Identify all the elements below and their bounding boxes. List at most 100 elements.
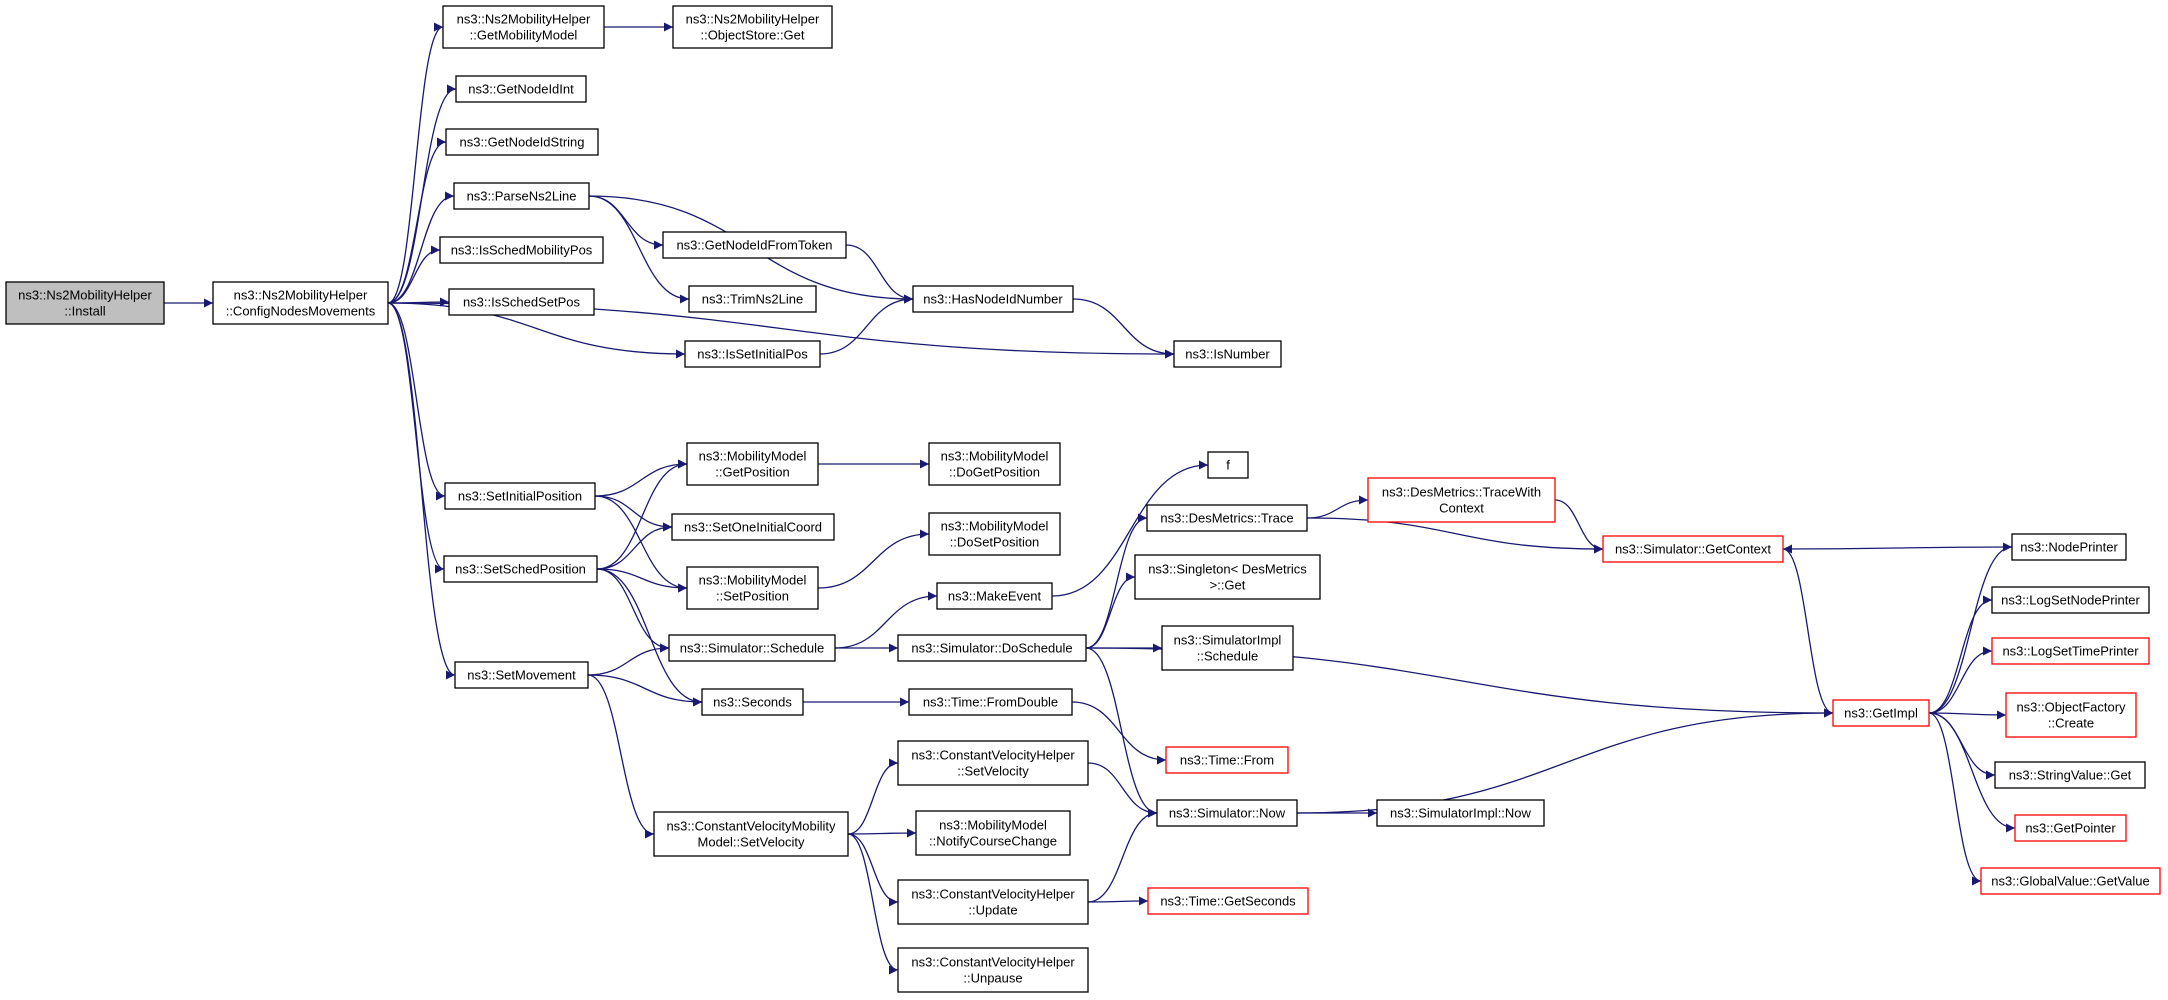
- node-mm-dogetposition[interactable]: ns3::MobilityModel::DoGetPosition: [928, 442, 1061, 486]
- edge-setschedposition-to-sim-schedule: [596, 568, 670, 653]
- node-parsens2line[interactable]: ns3::ParseNs2Line: [453, 182, 590, 210]
- node-sim-schedule[interactable]: ns3::Simulator::Schedule: [668, 634, 836, 662]
- node-getnodeidstring[interactable]: ns3::GetNodeIdString: [445, 128, 599, 156]
- node-label: ns3::Ns2MobilityHelper: [457, 12, 591, 27]
- node-objectfactory-create[interactable]: ns3::ObjectFactory::Create: [2005, 692, 2137, 738]
- node-simimpl-now[interactable]: ns3::SimulatorImpl::Now: [1376, 799, 1545, 827]
- edge-setmovement-to-seconds: [587, 674, 703, 707]
- edge-sim-now-to-getimpl: [1296, 708, 1834, 814]
- edge-sim-doschedule-to-desmetrics-trace: [1085, 513, 1148, 649]
- node-config[interactable]: ns3::Ns2MobilityHelper::ConfigNodesMovem…: [212, 281, 389, 325]
- node-label: ns3::GetNodeIdInt: [468, 82, 574, 97]
- node-box: [1207, 451, 1249, 479]
- node-label: ns3::SetInitialPosition: [458, 489, 582, 504]
- node-label: ns3::HasNodeIdNumber: [923, 292, 1063, 307]
- edge-desmetrics-trace-to-tracewithcontext: [1306, 495, 1369, 519]
- node-label: ns3::SetOneInitialCoord: [684, 520, 822, 535]
- node-setinitialposition[interactable]: ns3::SetInitialPosition: [444, 482, 596, 510]
- node-cvh-unpause[interactable]: ns3::ConstantVelocityHelper::Unpause: [897, 947, 1089, 993]
- node-sim-now[interactable]: ns3::Simulator::Now: [1156, 799, 1298, 827]
- node-f[interactable]: f: [1207, 451, 1249, 479]
- node-setmovement[interactable]: ns3::SetMovement: [454, 661, 589, 689]
- node-label: ns3::GetImpl: [1844, 706, 1918, 721]
- edge-setschedposition-to-mm-setposition: [596, 568, 688, 593]
- node-mm-setposition[interactable]: ns3::MobilityModel::SetPosition: [686, 566, 819, 610]
- node-globalvalue-getvalue[interactable]: ns3::GlobalValue::GetValue: [1980, 867, 2161, 895]
- edge-config-to-setinitialposition: [387, 302, 446, 501]
- node-getpointer[interactable]: ns3::GetPointer: [2014, 814, 2127, 842]
- node-desmetrics-trace[interactable]: ns3::DesMetrics::Trace: [1146, 504, 1308, 532]
- edge-getimpl-to-globalvalue-getvalue: [1928, 712, 1982, 886]
- node-box: [1994, 761, 2146, 789]
- node-label: ns3::SetMovement: [467, 668, 576, 683]
- node-simimpl-schedule[interactable]: ns3::SimulatorImpl::Schedule: [1161, 625, 1294, 671]
- edge-setinitialposition-to-setoneinitialcoord: [594, 495, 673, 532]
- node-time-fromdouble[interactable]: ns3::Time::FromDouble: [908, 688, 1073, 716]
- node-issetinitialpos[interactable]: ns3::IsSetInitialPos: [684, 340, 821, 368]
- edge-cvh-update-to-sim-now: [1087, 808, 1158, 903]
- node-box: [448, 288, 595, 316]
- node-label: ns3::Simulator::Schedule: [680, 641, 825, 656]
- node-box: [653, 811, 849, 857]
- node-label: f: [1226, 458, 1230, 473]
- node-setschedposition[interactable]: ns3::SetSchedPosition: [443, 555, 598, 583]
- edges-layer: [164, 22, 2016, 975]
- node-isnumber[interactable]: ns3::IsNumber: [1173, 340, 1282, 368]
- node-getnodeidfromtoken[interactable]: ns3::GetNodeIdFromToken: [662, 231, 847, 259]
- node-mm-getposition[interactable]: ns3::MobilityModel::GetPosition: [686, 442, 819, 486]
- node-getcontext[interactable]: ns3::Simulator::GetContext: [1602, 535, 1784, 563]
- edge-cvmm-setvelocity-to-cvh-setvelocity: [847, 758, 899, 835]
- node-label: ns3::IsSchedSetPos: [463, 295, 581, 310]
- node-mm-notify[interactable]: ns3::MobilityModel::NotifyCourseChange: [915, 810, 1071, 856]
- node-mm-dosetposition[interactable]: ns3::MobilityModel::DoSetPosition: [928, 512, 1061, 556]
- node-isschedsetpos[interactable]: ns3::IsSchedSetPos: [448, 288, 595, 316]
- edge-getnodeidfromtoken-to-hasnodeidnumber: [845, 244, 914, 304]
- edge-issetinitialpos-to-hasnodeidnumber: [819, 294, 914, 355]
- node-cvh-update[interactable]: ns3::ConstantVelocityHelper::Update: [897, 879, 1089, 925]
- node-box: [897, 740, 1089, 786]
- edge-getimpl-to-logsetnodeprinter: [1928, 595, 1993, 714]
- edge-cvh-update-to-time-getseconds: [1087, 896, 1149, 906]
- node-label: ns3::IsNumber: [1185, 347, 1270, 362]
- node-objstore[interactable]: ns3::Ns2MobilityHelper::ObjectStore::Get: [672, 5, 833, 49]
- node-label: ns3::MakeEvent: [948, 589, 1042, 604]
- edge-config-to-isschedmobpos: [387, 245, 441, 304]
- node-sim-doschedule[interactable]: ns3::Simulator::DoSchedule: [897, 634, 1087, 662]
- node-box: [439, 236, 604, 264]
- node-label: ns3::MobilityModel: [699, 573, 807, 588]
- node-time-from[interactable]: ns3::Time::From: [1165, 746, 1289, 774]
- node-setoneinitialcoord[interactable]: ns3::SetOneInitialCoord: [671, 513, 835, 541]
- node-label: ns3::Simulator::DoSchedule: [911, 641, 1072, 656]
- node-logsettimeprinter[interactable]: ns3::LogSetTimePrinter: [1991, 637, 2150, 665]
- node-box: [443, 555, 598, 583]
- node-getmob[interactable]: ns3::Ns2MobilityHelper::GetMobilityModel: [442, 5, 605, 49]
- nodes-layer: ns3::Ns2MobilityHelper::Install ns3::Ns2M…: [5, 5, 2161, 993]
- node-seconds[interactable]: ns3::Seconds: [701, 688, 804, 716]
- node-stringvalue-get[interactable]: ns3::StringValue::Get: [1994, 761, 2146, 789]
- node-box: [928, 512, 1061, 556]
- node-install[interactable]: ns3::Ns2MobilityHelper::Install: [5, 281, 165, 325]
- node-singleton-get[interactable]: ns3::Singleton< DesMetrics >::Get: [1134, 554, 1321, 600]
- node-time-getseconds[interactable]: ns3::Time::GetSeconds: [1147, 887, 1309, 915]
- node-logsetnodeprinter[interactable]: ns3::LogSetNodePrinter: [1991, 586, 2150, 614]
- node-getnodeidint[interactable]: ns3::GetNodeIdInt: [455, 75, 587, 103]
- node-isschedmobpos[interactable]: ns3::IsSchedMobilityPos: [439, 236, 604, 264]
- node-getimpl[interactable]: ns3::GetImpl: [1832, 699, 1930, 727]
- edge-config-to-getnodeidstring: [387, 137, 447, 304]
- node-label: ::GetMobilityModel: [470, 28, 578, 43]
- node-cvh-setvelocity[interactable]: ns3::ConstantVelocityHelper::SetVelocity: [897, 740, 1089, 786]
- node-label: ::SetVelocity: [957, 764, 1029, 779]
- edge-setschedposition-to-setoneinitialcoord: [596, 522, 673, 570]
- node-box: [915, 810, 1071, 856]
- node-label: ns3::Time::From: [1180, 753, 1274, 768]
- node-box: [686, 442, 819, 486]
- node-trimns2line[interactable]: ns3::TrimNs2Line: [688, 285, 817, 313]
- node-makeevent[interactable]: ns3::MakeEvent: [936, 582, 1053, 610]
- node-label: ns3::Ns2MobilityHelper: [234, 288, 368, 303]
- node-hasnodeidnumber[interactable]: ns3::HasNodeIdNumber: [912, 285, 1074, 313]
- node-label: ns3::LogSetNodePrinter: [2001, 593, 2140, 608]
- node-cvmm-setvelocity[interactable]: ns3::ConstantVelocityMobilityModel::SetV…: [653, 811, 849, 857]
- edge-config-to-issetinitialpos: [387, 302, 686, 359]
- node-nodeprinter[interactable]: ns3::NodePrinter: [2011, 533, 2127, 561]
